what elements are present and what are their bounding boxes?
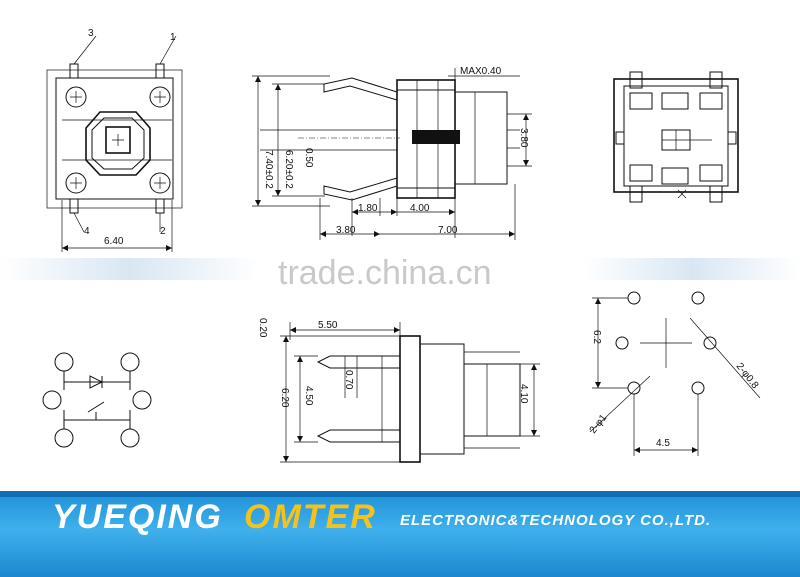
dim-max: MAX0.40	[460, 66, 502, 77]
button-cap	[105, 126, 131, 154]
terminal	[42, 390, 62, 410]
brand-name-2: OMTER	[244, 498, 377, 536]
corner-hole	[65, 172, 87, 194]
footprint-hole	[627, 381, 641, 395]
brand-tagline: ELECTRONIC&TECHNOLOGY CO.,LTD.	[400, 512, 712, 529]
switch-body-side	[399, 335, 421, 463]
bottom-view-frame	[613, 78, 739, 193]
pin-label-3: 3	[88, 28, 94, 39]
dim-length: 5.50	[318, 320, 338, 331]
watermark-haze	[0, 258, 260, 280]
footprint-hole	[691, 291, 705, 305]
footprint: 6.2 4.5 2-φ0.8 2-φ1	[588, 291, 761, 456]
corner-hole	[149, 86, 171, 108]
dim-height-outer: 7.40±0.2	[263, 150, 274, 189]
switch-symbol	[87, 401, 105, 420]
dim-left-length: 3.80	[336, 225, 356, 236]
pin-label-2: 2	[160, 226, 166, 237]
dim-height-outer-b: 6.20	[279, 388, 290, 408]
top-view: 3 1 4 2 6.40	[46, 28, 183, 252]
dim-pin: 1.80	[358, 203, 378, 214]
brand-name-1: YUEQING	[52, 498, 223, 536]
terminal	[54, 428, 74, 448]
dim-right-height-b: 4.10	[518, 384, 529, 404]
pin-lower	[316, 429, 400, 443]
bottom-view	[613, 71, 739, 203]
dim-gap: 0.20	[257, 318, 268, 338]
dim-right-height: 3.80	[518, 128, 529, 148]
dim-small: 0.50	[303, 148, 314, 168]
terminal	[120, 428, 140, 448]
brand-banner	[0, 491, 800, 577]
corner-hole	[65, 86, 87, 108]
dim-body: 4.00	[410, 203, 430, 214]
terminal	[54, 352, 74, 372]
dim-hole-large: 2-φ0.8	[734, 361, 761, 391]
banner-stripe	[0, 491, 800, 497]
pin-upper	[316, 355, 400, 369]
terminal	[132, 390, 152, 410]
dim-pitch-v: 6.2	[591, 330, 602, 344]
side-view-top: 7.40±0.2 6.20±0.2 0.50 MAX0.40 3.80 1.80…	[252, 66, 532, 240]
led-symbol	[89, 375, 104, 389]
dim-height-inner-b: 4.50	[303, 386, 314, 406]
dim-hole-small: 2-φ1	[588, 412, 610, 436]
button-outline	[85, 111, 151, 176]
pin-label-4: 4	[84, 226, 90, 237]
terminal	[120, 352, 140, 372]
lead-bottom	[323, 177, 398, 201]
dim-pitch-h: 4.5	[656, 438, 670, 449]
side-view-bottom: 6.20 4.50 5.50 0.20 0.70 4.10	[257, 318, 540, 463]
dim-total-length: 7.00	[438, 225, 458, 236]
footprint-hole	[627, 291, 641, 305]
corner-hole	[149, 172, 171, 194]
schematic	[42, 352, 152, 448]
footprint-hole	[691, 381, 705, 395]
watermark-text: trade.china.cn	[278, 254, 492, 292]
dim-width: 6.40	[104, 236, 124, 247]
actuator-stem	[412, 130, 460, 144]
footprint-hole	[703, 336, 717, 350]
pin-label-1: 1	[170, 32, 176, 43]
watermark-haze	[585, 258, 800, 280]
dim-thickness: 0.70	[343, 370, 354, 390]
footprint-hole	[615, 336, 629, 350]
lead-top	[323, 77, 398, 101]
dim-height-inner: 6.20±0.2	[283, 150, 294, 189]
